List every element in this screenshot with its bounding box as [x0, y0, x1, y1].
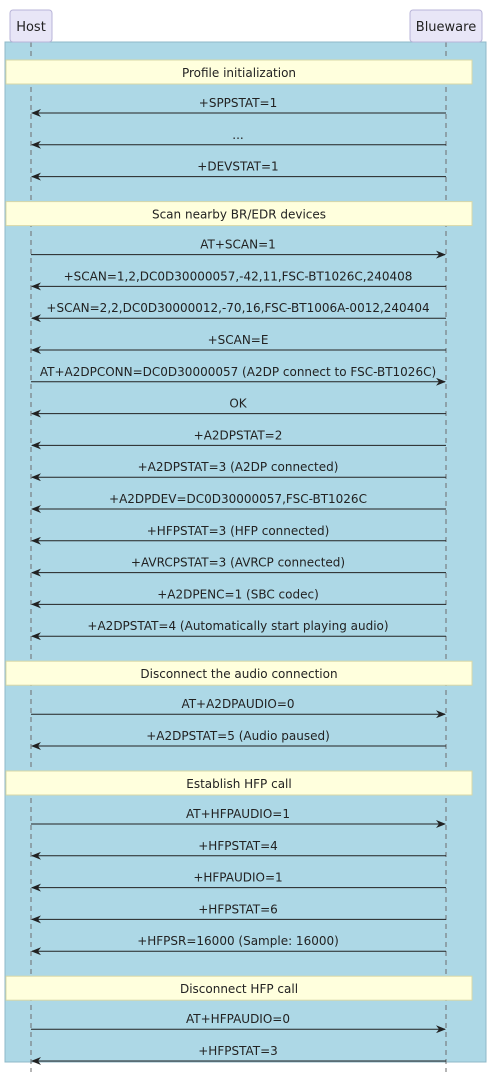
host-participant-label: Host [16, 20, 46, 35]
message-row: +SCAN=1,2,DC0D30000057,-42,11,FSC-BT1026… [31, 269, 446, 291]
message-row: AT+A2DPCONN=DC0D30000057 (A2DP connect t… [31, 365, 446, 386]
section-divider-band [5, 975, 473, 1001]
message-label: +HFPSTAT=4 [198, 839, 278, 853]
message-label: +SPPSTAT=1 [199, 96, 277, 110]
section-divider: Disconnect the audio connection [5, 660, 473, 686]
section-divider: Profile initialization [5, 59, 473, 85]
message-label: AT+A2DPAUDIO=0 [181, 697, 294, 711]
message-row: +A2DPDEV=DC0D30000057,FSC-BT1026C [31, 492, 446, 513]
section-divider-band [5, 770, 473, 796]
message-label: +HFPSTAT=3 (HFP connected) [147, 524, 330, 538]
message-label: +DEVSTAT=1 [197, 160, 278, 174]
message-label: +HFPSR=16000 (Sample: 16000) [137, 934, 339, 948]
host-participant: Host [9, 9, 53, 43]
message-row: OK [31, 397, 446, 418]
message-row: +DEVSTAT=1 [31, 160, 446, 181]
message-label: +SCAN=E [208, 333, 269, 347]
message-label: +A2DPSTAT=4 (Automatically start playing… [87, 619, 388, 633]
message-row: +AVRCPSTAT=3 (AVRCP connected) [31, 556, 446, 577]
message-row: +HFPSTAT=4 [31, 839, 446, 860]
message-row: +HFPSR=16000 (Sample: 16000) [31, 934, 446, 956]
message-row: +A2DPSTAT=4 (Automatically start playing… [31, 619, 446, 641]
message-row: +HFPSTAT=6 [31, 902, 446, 924]
message-row: +A2DPSTAT=3 (A2DP connected) [31, 460, 446, 482]
section-divider-label: Scan nearby BR/EDR devices [152, 208, 326, 222]
blueware-participant-label: Blueware [416, 20, 476, 35]
message-row: AT+HFPAUDIO=0 [31, 1012, 446, 1034]
section-divider-label: Disconnect HFP call [180, 982, 298, 996]
message-label: AT+HFPAUDIO=1 [186, 807, 290, 821]
message-label: AT+A2DPCONN=DC0D30000057 (A2DP connect t… [40, 365, 436, 379]
message-row: AT+A2DPAUDIO=0 [31, 697, 446, 719]
section-divider-label: Establish HFP call [186, 777, 291, 791]
message-row: +HFPSTAT=3 [31, 1044, 446, 1065]
message-label: ... [232, 128, 243, 142]
message-label: +HFPAUDIO=1 [193, 871, 282, 885]
message-label: +A2DPSTAT=3 (A2DP connected) [138, 460, 339, 474]
message-label: +SCAN=1,2,DC0D30000057,-42,11,FSC-BT1026… [64, 269, 413, 283]
section-divider-band [5, 59, 473, 85]
message-row: +SCAN=E [31, 333, 446, 354]
message-sequence: Profile initialization +SPPSTAT=1... +DEVS… [5, 59, 473, 1065]
message-row: +HFPAUDIO=1 [31, 871, 446, 892]
section-divider-label: Profile initialization [182, 66, 296, 80]
message-label: +HFPSTAT=3 [198, 1044, 278, 1058]
message-label: AT+SCAN=1 [200, 238, 276, 252]
message-row: +A2DPENC=1 (SBC codec) [31, 587, 446, 609]
message-label: AT+HFPAUDIO=0 [186, 1012, 290, 1026]
message-row: AT+SCAN=1 [31, 238, 446, 259]
message-label: +HFPSTAT=6 [198, 902, 278, 916]
section-divider-label: Disconnect the audio connection [140, 667, 337, 681]
section-divider: Disconnect HFP call [5, 975, 473, 1001]
message-row: +A2DPSTAT=2 [31, 428, 446, 450]
blueware-participant: Blueware [409, 9, 483, 43]
message-label: +A2DPDEV=DC0D30000057,FSC-BT1026C [109, 492, 367, 506]
section-divider: Scan nearby BR/EDR devices [5, 201, 473, 227]
message-label: +SCAN=2,2,DC0D30000012,-70,16,FSC-BT1006… [46, 301, 429, 315]
section-divider-band [5, 201, 473, 227]
message-label: +A2DPENC=1 (SBC codec) [157, 587, 319, 601]
message-label: +A2DPSTAT=5 (Audio paused) [146, 729, 330, 743]
message-row: +HFPSTAT=3 (HFP connected) [31, 524, 446, 545]
message-row: ... [31, 128, 446, 149]
section-divider-band [5, 660, 473, 686]
section-divider: Establish HFP call [5, 770, 473, 796]
message-row: AT+HFPAUDIO=1 [31, 807, 446, 828]
message-label: +A2DPSTAT=2 [194, 428, 283, 442]
message-row: +A2DPSTAT=5 (Audio paused) [31, 729, 446, 750]
message-label: +AVRCPSTAT=3 (AVRCP connected) [131, 556, 345, 570]
message-label: OK [229, 397, 247, 411]
message-row: +SCAN=2,2,DC0D30000012,-70,16,FSC-BT1006… [31, 301, 446, 323]
message-row: +SPPSTAT=1 [31, 96, 446, 117]
